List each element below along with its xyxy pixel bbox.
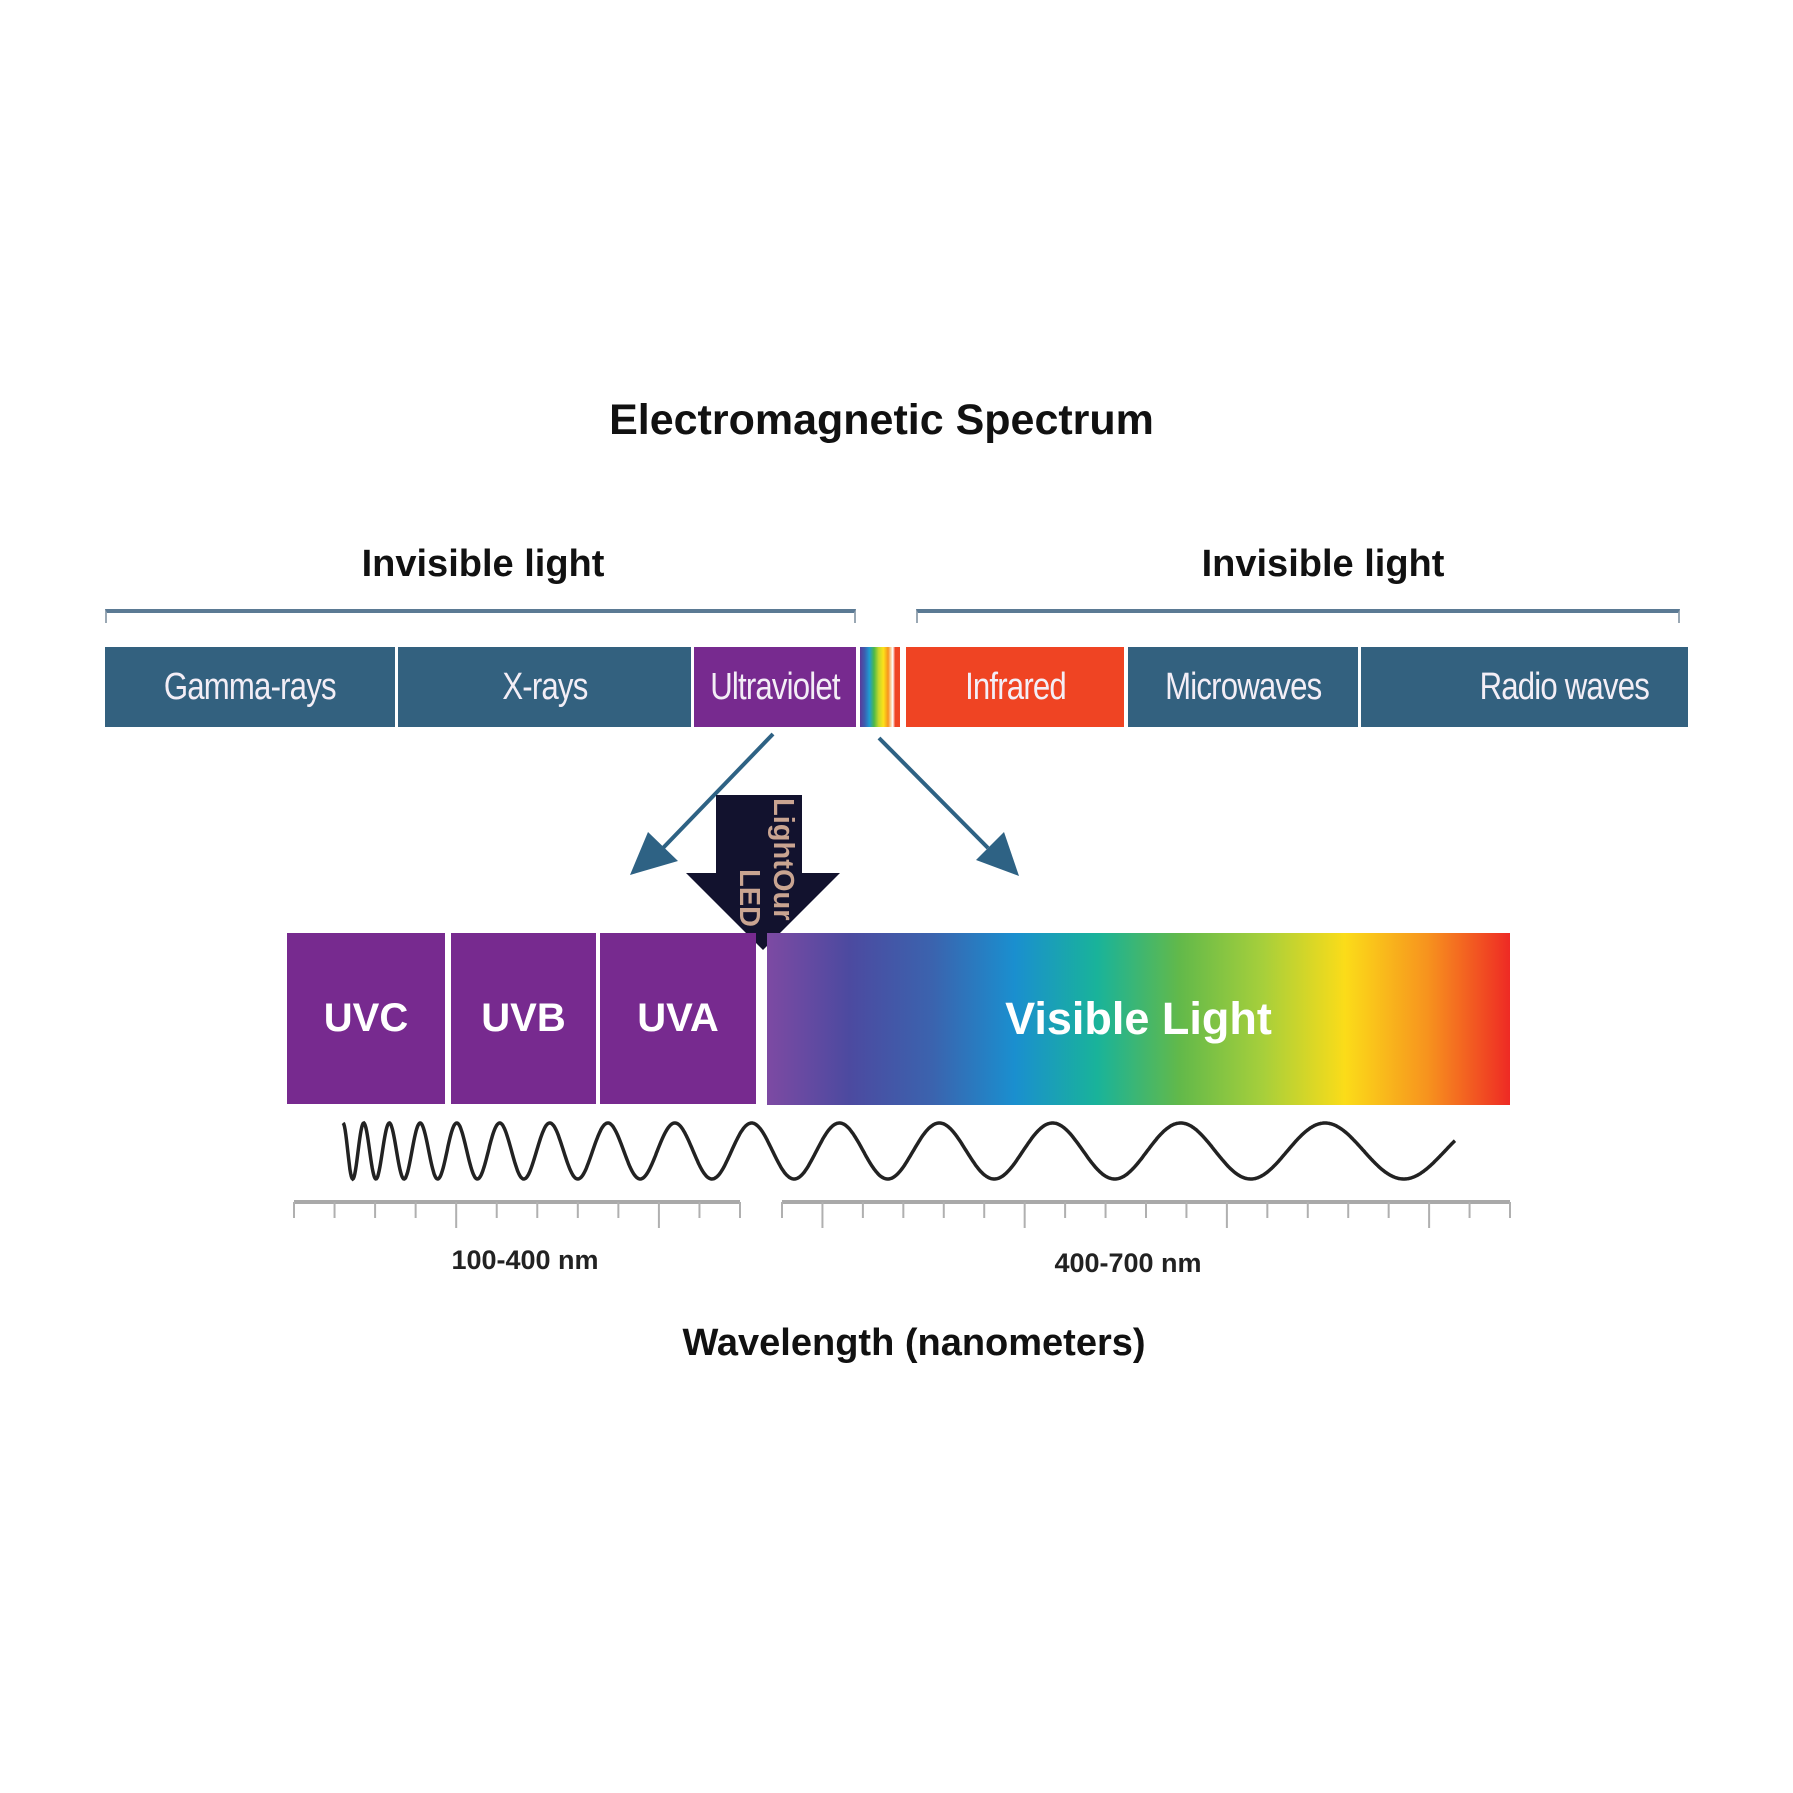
uv-band-uvc: UVC [287, 933, 445, 1104]
group-label-left: Invisible light [361, 543, 605, 585]
band-gamma-rays: Gamma-rays [105, 647, 395, 727]
led-callout-label: Our LED Light [722, 798, 800, 938]
group-label-right: Invisible light [1201, 543, 1445, 585]
band-label: X-rays [501, 665, 588, 708]
axis-title: Wavelength (nanometers) [682, 1322, 1146, 1364]
band-label: Microwaves [1164, 665, 1322, 708]
uv-band-label: UVC [323, 996, 409, 1040]
band-radio-waves: Radio waves [1361, 647, 1688, 727]
band-ultraviolet: Ultraviolet [694, 647, 856, 727]
visible-light-band: Visible Light [767, 933, 1510, 1105]
band-infrared: Infrared [906, 647, 1124, 727]
band-label: Gamma-rays [164, 665, 337, 708]
uv-band-uva: UVA [600, 933, 756, 1104]
band-x-rays: X-rays [398, 647, 691, 727]
band-label: Ultraviolet [710, 665, 840, 708]
range-label-visible: 400-700 nm [1054, 1248, 1202, 1278]
arrow-to-visible-icon [877, 736, 1019, 876]
bracket-left [105, 609, 856, 623]
band-label: Infrared [964, 665, 1067, 708]
arrow-to-uv-icon [630, 732, 775, 875]
uv-band-label: UVA [637, 996, 719, 1040]
uv-band-label: UVB [481, 996, 566, 1040]
range-label-uv: 100-400 nm [451, 1245, 599, 1275]
band-visible-mini [860, 647, 900, 727]
led-callout-line2: Light [767, 798, 799, 869]
diagram-title: Electromagnetic Spectrum [609, 396, 1154, 444]
led-callout-line1: Our LED [733, 868, 799, 927]
wavelength-wave-icon [341, 1120, 1457, 1182]
band-microwaves: Microwaves [1128, 647, 1358, 727]
bracket-right [916, 609, 1680, 623]
uv-band-uvb: UVB [451, 933, 596, 1104]
visible-light-label: Visible Light [1005, 993, 1272, 1044]
ruler-right [781, 1200, 1511, 1228]
ruler-left [293, 1200, 741, 1228]
band-label: Radio waves [1479, 665, 1650, 708]
led-callout-arrow-icon [686, 795, 840, 950]
